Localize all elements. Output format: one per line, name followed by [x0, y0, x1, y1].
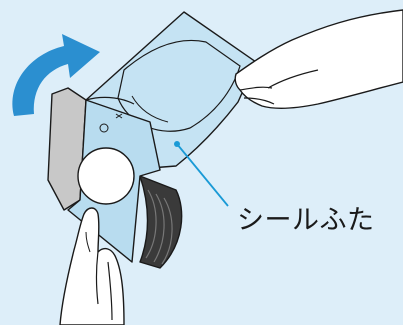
bag-opening-hole — [78, 148, 134, 204]
seal-lid-callout-label: シールふた — [237, 205, 375, 237]
